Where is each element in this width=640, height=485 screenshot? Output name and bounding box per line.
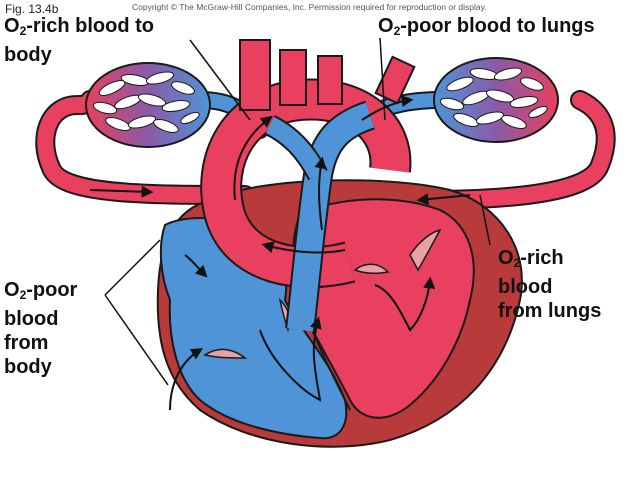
label-o2-poor-from-body: O2-poor blood from body (4, 279, 78, 378)
figure-number: Fig. 13.4b (5, 2, 59, 16)
label-o2-rich-from-lungs: O2-rich blood from lungs (498, 247, 602, 322)
label-o2-rich-to-body: O2-rich blood to body (4, 15, 155, 66)
flow-arrows (89, 95, 471, 411)
leader-lines (104, 37, 491, 386)
body-capillary-bed (85, 62, 211, 148)
lung-capillary-bed (433, 57, 559, 143)
copyright-notice: Copyright © The McGraw-Hill Companies, I… (132, 2, 487, 12)
pulmonary-trunk (264, 100, 376, 332)
label-o2-poor-to-lungs: O2-poor blood to lungs (378, 15, 595, 38)
heart-valves (203, 228, 442, 359)
